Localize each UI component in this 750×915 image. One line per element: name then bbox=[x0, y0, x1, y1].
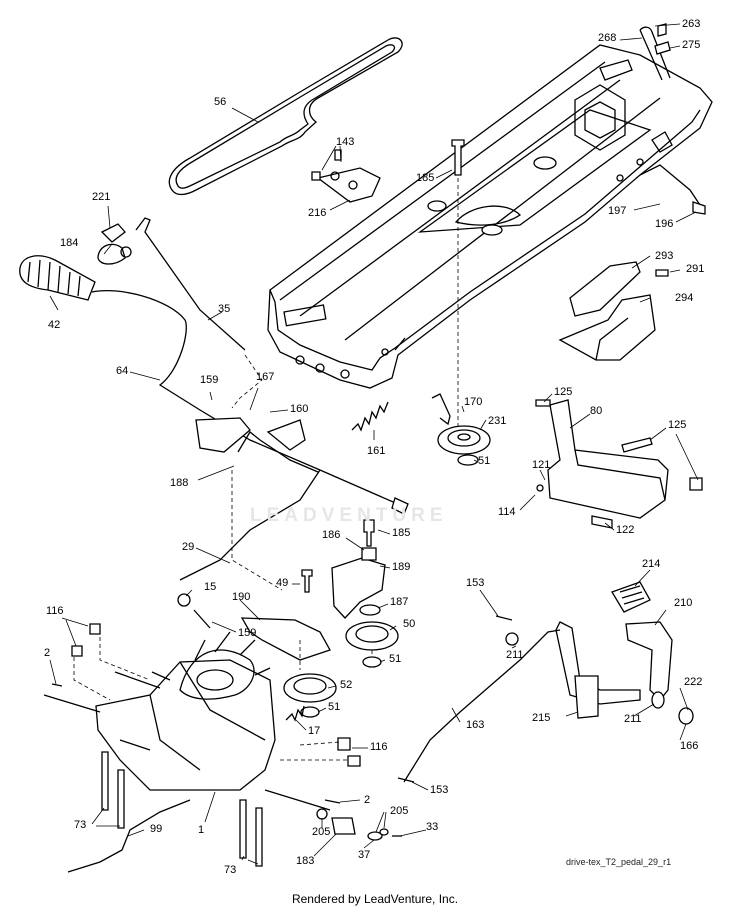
callout-125: 125 bbox=[668, 419, 687, 431]
pedal-assembly bbox=[397, 581, 694, 783]
callout-170: 170 bbox=[464, 396, 483, 408]
callout-211: 211 bbox=[506, 649, 524, 661]
callout-211: 211 bbox=[624, 713, 642, 725]
callout-1: 1 bbox=[198, 824, 205, 836]
callout-37: 37 bbox=[358, 849, 371, 861]
callout-210: 210 bbox=[674, 597, 693, 609]
callout-185: 185 bbox=[392, 527, 411, 539]
callout-2: 2 bbox=[44, 647, 51, 659]
frame-chassis bbox=[267, 44, 713, 389]
callout-122: 122 bbox=[616, 524, 635, 536]
credit-footer: Rendered by LeadVenture, Inc. bbox=[291, 892, 459, 906]
callout-184: 184 bbox=[60, 237, 79, 249]
callout-153: 153 bbox=[430, 784, 449, 796]
callout-99: 99 bbox=[150, 823, 163, 835]
pedal-shield bbox=[558, 261, 669, 361]
transaxle bbox=[43, 630, 331, 811]
callout-263: 263 bbox=[682, 18, 701, 30]
callout-2: 2 bbox=[364, 794, 371, 806]
callout-121: 121 bbox=[532, 459, 551, 471]
callout-221: 221 bbox=[92, 191, 111, 203]
callout-214: 214 bbox=[642, 558, 661, 570]
callout-205: 205 bbox=[390, 805, 409, 817]
callout-50: 50 bbox=[403, 618, 416, 630]
callout-80: 80 bbox=[590, 405, 603, 417]
lift-rod bbox=[639, 26, 671, 81]
callout-73: 73 bbox=[74, 819, 87, 831]
callout-51: 51 bbox=[328, 701, 341, 713]
callout-160: 160 bbox=[290, 403, 309, 415]
bolt-185 bbox=[451, 139, 465, 176]
callout-186: 186 bbox=[322, 529, 341, 541]
drawing-reference: drive-tex_T2_pedal_29_r1 bbox=[566, 857, 672, 867]
callout-116: 116 bbox=[46, 605, 64, 617]
callout-183: 183 bbox=[296, 855, 315, 867]
callout-114: 114 bbox=[498, 506, 516, 518]
callout-188: 188 bbox=[170, 477, 189, 489]
callout-185: 185 bbox=[416, 172, 435, 184]
callout-189: 189 bbox=[392, 561, 411, 573]
callout-205: 205 bbox=[312, 826, 331, 838]
callout-291: 291 bbox=[686, 263, 705, 275]
callout-56: 56 bbox=[214, 96, 227, 108]
callout-275: 275 bbox=[682, 39, 701, 51]
callout-125: 125 bbox=[554, 386, 573, 398]
leader-lines bbox=[49, 23, 699, 865]
callout-187: 187 bbox=[390, 596, 409, 608]
plate-190 bbox=[240, 617, 331, 661]
callout-51: 51 bbox=[478, 455, 491, 467]
callout-33: 33 bbox=[426, 821, 439, 833]
callout-161: 161 bbox=[367, 445, 386, 457]
drive-belt bbox=[168, 37, 403, 196]
callout-73: 73 bbox=[224, 864, 237, 876]
callout-42: 42 bbox=[48, 319, 61, 331]
callout-163: 163 bbox=[466, 719, 485, 731]
callout-197: 197 bbox=[608, 205, 627, 217]
callout-17: 17 bbox=[308, 725, 321, 737]
callout-15: 15 bbox=[204, 581, 217, 593]
callout-216: 216 bbox=[308, 207, 327, 219]
callout-159: 159 bbox=[238, 627, 257, 639]
callout-222: 222 bbox=[684, 676, 703, 688]
callout-29: 29 bbox=[182, 541, 195, 553]
callout-294: 294 bbox=[675, 292, 694, 304]
callout-52: 52 bbox=[340, 679, 353, 691]
watermark: LEADVENTURE bbox=[250, 505, 448, 526]
brake-bracket-80 bbox=[535, 399, 703, 529]
steering-lever bbox=[19, 255, 409, 515]
callout-166: 166 bbox=[680, 740, 699, 752]
bracket-216 bbox=[311, 149, 381, 203]
callout-153: 153 bbox=[466, 577, 485, 589]
callout-143: 143 bbox=[336, 136, 355, 148]
callout-268: 268 bbox=[598, 32, 617, 44]
callout-116: 116 bbox=[370, 741, 388, 753]
callout-231: 231 bbox=[488, 415, 507, 427]
callout-51: 51 bbox=[389, 653, 402, 665]
callout-293: 293 bbox=[655, 250, 674, 262]
callout-49: 49 bbox=[276, 577, 289, 589]
callout-35: 35 bbox=[218, 303, 231, 315]
spring-161 bbox=[351, 401, 389, 432]
callout-196: 196 bbox=[655, 218, 674, 230]
callout-215: 215 bbox=[532, 712, 551, 724]
callout-167: 167 bbox=[256, 371, 275, 383]
callout-159: 159 bbox=[200, 374, 219, 386]
callout-190: 190 bbox=[232, 591, 251, 603]
callout-64: 64 bbox=[116, 365, 129, 377]
